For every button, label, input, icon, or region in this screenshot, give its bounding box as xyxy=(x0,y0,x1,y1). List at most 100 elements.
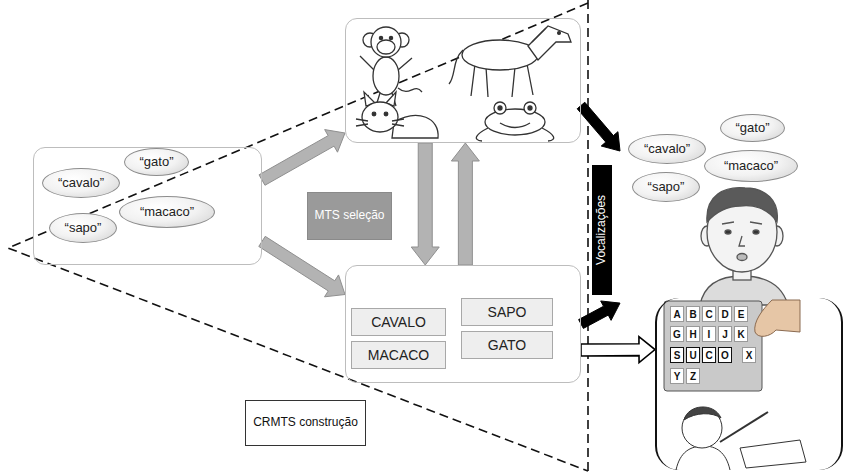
letter-board-photo-part xyxy=(755,300,800,336)
key-letter: Z xyxy=(686,368,700,384)
connector-arrow xyxy=(581,337,655,363)
child-figure: “cavalo” “gato” “sapo” “macaco” xyxy=(620,112,800,307)
speech-bubble: “sapo” xyxy=(632,172,700,202)
cat-drawing-part xyxy=(392,115,438,138)
key-letter: D xyxy=(718,306,732,322)
letter-board-photo-part xyxy=(676,446,730,470)
vertical-band: Vocalizações xyxy=(592,165,612,295)
word-card: SAPO xyxy=(461,298,553,326)
key-letter: B xyxy=(686,306,700,322)
child-drawing-part xyxy=(707,188,778,222)
connector-arrow xyxy=(577,102,620,151)
picture-box xyxy=(345,18,581,143)
word-text: MACACO xyxy=(368,347,429,363)
speech-bubble: “macaco” xyxy=(119,196,215,228)
connector-arrow xyxy=(451,143,479,265)
horse-drawing-part xyxy=(462,40,538,70)
speech-text: “cavalo” xyxy=(58,176,104,191)
child-drawing-part xyxy=(753,230,759,234)
key-letter: Y xyxy=(670,368,684,384)
key-letter: E xyxy=(734,306,748,322)
speech-text: “macaco” xyxy=(140,205,194,220)
letter-tile: C xyxy=(702,347,716,363)
method-box: MTS seleção xyxy=(307,192,392,240)
child-drawing xyxy=(700,188,788,305)
speech-text: “macaco” xyxy=(724,159,778,174)
method-box: CRMTS construção xyxy=(245,400,366,446)
word-text: CAVALO xyxy=(371,314,426,330)
key-letter: A xyxy=(670,306,684,322)
letter-board-photo-part xyxy=(684,407,721,420)
dashed-triangle-part xyxy=(8,3,588,471)
speech-bubble: “gato” xyxy=(124,148,189,176)
letter-board-photo-part xyxy=(720,412,768,442)
child-drawing-part xyxy=(725,230,731,234)
frog-drawing-part xyxy=(524,102,536,114)
label-text: MTS seleção xyxy=(314,209,384,223)
speech-text: “sapo” xyxy=(648,180,685,195)
dashed-triangle xyxy=(8,0,588,473)
frog-drawing-part xyxy=(494,102,506,114)
key-letter: X xyxy=(742,347,756,363)
speech-bubble: “sapo” xyxy=(49,213,117,243)
stimulus-box: “cavalo” “gato” “sapo” “macaco” xyxy=(33,147,262,265)
speech-bubble: “cavalo” xyxy=(628,134,706,164)
letter-tile: S xyxy=(670,347,684,363)
horse-drawing-part xyxy=(528,26,571,60)
horse-drawing xyxy=(449,26,571,97)
child-drawing-part xyxy=(737,254,747,261)
key-letter: H xyxy=(686,326,700,342)
letter-tile: O xyxy=(718,347,732,363)
key-letter: I xyxy=(702,326,716,342)
word-card: MACACO xyxy=(351,341,446,369)
word-card: GATO xyxy=(461,331,553,359)
word-box: CAVALO SAPO MACACO GATO xyxy=(345,265,581,383)
monkey-drawing-part xyxy=(389,36,392,39)
letter-board-photo xyxy=(664,300,806,470)
monkey-drawing-part xyxy=(377,40,395,54)
key-letter: G xyxy=(670,326,684,342)
frog-drawing xyxy=(476,102,553,141)
monkey-drawing-part xyxy=(398,88,422,92)
word-card: CAVALO xyxy=(351,308,446,336)
cat-drawing-part xyxy=(356,119,404,126)
cat-drawing-part xyxy=(362,102,398,132)
connector-arrow xyxy=(579,301,620,328)
connector-arrow xyxy=(411,143,439,265)
dashed-triangle-part xyxy=(587,0,589,473)
cat-drawing-part xyxy=(372,112,376,116)
letter-tile: U xyxy=(686,347,700,363)
frog-drawing-part xyxy=(498,106,502,110)
speech-text: “sapo” xyxy=(65,221,102,236)
frog-drawing-part xyxy=(485,109,545,135)
monkey-drawing-part xyxy=(379,36,382,39)
monkey-drawing-part xyxy=(373,57,399,95)
word-text: GATO xyxy=(488,337,526,353)
horse-drawing-part xyxy=(449,50,463,84)
letter-board-photo-part xyxy=(740,440,806,468)
word-text: SAPO xyxy=(488,304,527,320)
frog-drawing-part xyxy=(500,123,530,128)
horse-drawing-part xyxy=(558,32,561,35)
band-text: Vocalizações xyxy=(595,195,609,265)
connector-arrow xyxy=(259,236,345,296)
letter-board-photo-part xyxy=(664,301,762,391)
speech-text: “cavalo” xyxy=(644,142,690,157)
horse-drawing-part xyxy=(532,28,546,42)
speech-bubble: “gato” xyxy=(720,114,785,142)
photo-frame xyxy=(655,298,843,470)
child-drawing-part xyxy=(722,222,762,224)
cat-drawing xyxy=(356,92,438,138)
monkey-drawing xyxy=(360,27,422,106)
frog-drawing-part xyxy=(528,106,532,110)
speech-bubble: “cavalo” xyxy=(42,168,120,198)
speech-text: “gato” xyxy=(736,121,770,136)
key-letter: J xyxy=(718,326,732,342)
child-drawing-part xyxy=(739,236,745,246)
speech-bubble: “macaco” xyxy=(704,150,798,182)
monkey-drawing-part xyxy=(371,27,401,57)
cat-drawing-part xyxy=(384,112,388,116)
key-letter: C xyxy=(702,306,716,322)
